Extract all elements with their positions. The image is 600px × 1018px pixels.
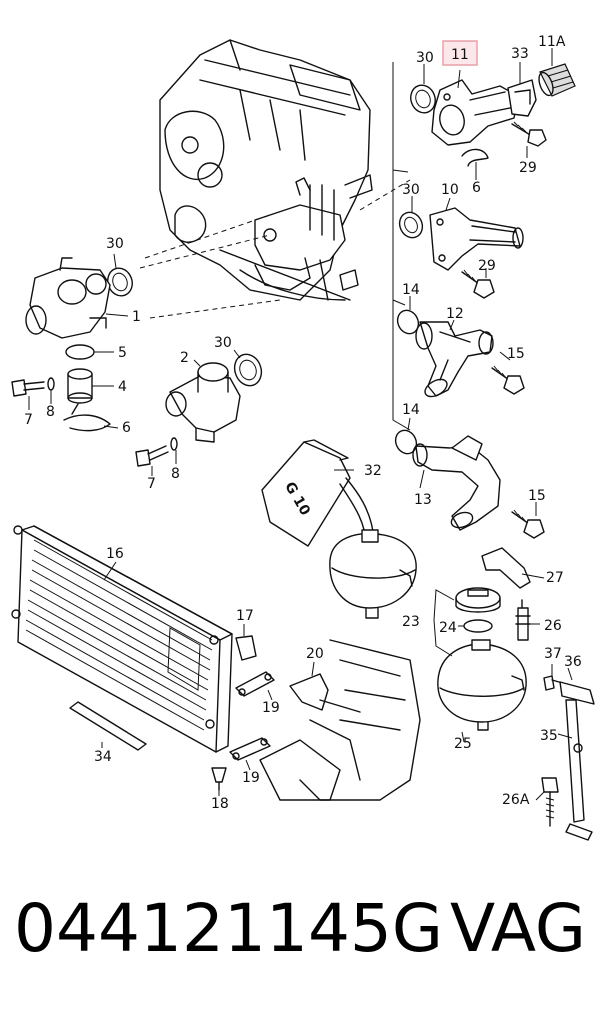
callout-6: 6 [472,180,481,196]
part-30-gasket-middle [398,211,424,239]
part-25-reservoir-right [437,639,527,731]
part-11-coolant-flange [431,79,519,146]
callout-15: 15 [528,488,546,504]
callout-32: 32 [364,463,382,479]
callout-17: 17 [236,608,254,624]
callout-29: 29 [519,160,537,176]
part-19-bracket-upper [235,671,275,697]
part-8-washer-left [47,377,55,391]
part-7-bolt-lower [135,445,169,467]
callout-10: 10 [441,182,459,198]
part-23-cap [455,587,501,613]
part-29-bolt-middle [461,269,495,299]
part-10-coolant-pipe [429,207,524,271]
part-27-cap-handle [481,547,531,589]
part-6-clip-top [461,148,489,167]
callout-15: 15 [507,346,525,362]
callout-8: 8 [46,404,55,420]
part-12-y-pipe [415,321,494,398]
callout-19: 19 [242,770,260,786]
part-13-coolant-pipe-bend [412,435,501,531]
callout-4: 4 [118,379,127,395]
callout-29: 29 [478,258,496,274]
callout-16: 16 [106,546,124,562]
callout-26: 26 [544,618,562,634]
part-26A-bolt [541,777,559,827]
callout-37: 37 [544,646,562,662]
caption-bar: 044121145G VAG [0,890,600,1000]
callout-36: 36 [564,654,582,670]
callout-5: 5 [118,345,127,361]
callout-34: 34 [94,749,112,765]
part-35-bracket-strap [565,699,593,841]
callout-7: 7 [24,412,33,428]
callout-24: 24 [439,620,457,636]
part-8-washer-lower [170,437,178,451]
part-26-sensor [515,599,531,641]
part-17-mount [235,635,257,661]
part-16-radiator [11,525,233,753]
reservoir-left [329,529,417,619]
callout-33: 33 [511,46,529,62]
engine-block [159,39,373,301]
callout-30: 30 [402,182,420,198]
callout-1: 1 [132,309,141,325]
part-1-coolant-housing [25,257,111,339]
callout-19: 19 [262,700,280,716]
callout-12: 12 [446,306,464,322]
callout-35: 35 [540,728,558,744]
part-4-plug [67,368,93,404]
part-15-bolt-upper [491,365,525,395]
callout-20: 20 [306,646,324,662]
callout-labels: 30 11 33 11A 29 6 30 10 29 14 12 15 14 1… [24,34,582,812]
part-number: 044121145G [14,890,444,967]
part-7-bolt-left [11,379,45,397]
callout-25: 25 [454,736,472,752]
part-18-sensor [211,767,227,791]
part-14-oring-upper [396,309,420,335]
part-33-clamp [507,79,537,117]
callout-8: 8 [171,466,180,482]
callout-27: 27 [546,570,564,586]
callout-6: 6 [122,420,131,436]
part-30-gasket-lower [233,353,263,387]
part-2-coolant-flange [165,362,241,443]
callout-7: 7 [147,476,156,492]
callout-11-highlighted: 11 [451,47,469,63]
part-30-gasket-top [410,84,436,114]
callout-26A: 26A [502,792,530,808]
callout-11A: 11A [538,34,566,50]
vehicle-frame [259,639,421,801]
callout-30: 30 [214,335,232,351]
part-36-bracket [559,681,595,705]
part-19-bracket-lower [229,737,271,761]
part-11A-sleeve [538,63,576,97]
part-6-clip-left [63,403,111,432]
callout-2: 2 [180,350,189,366]
highlight-box-part-11 [442,40,478,66]
part-29-bolt-top [511,121,547,147]
callout-23: 23 [402,614,420,630]
part-32-coolant-bottle: G 10 [261,439,375,547]
callout-14: 14 [402,282,420,298]
exploded-parts-diagram: G 10 [11,34,595,841]
part-20-bracket [289,673,329,711]
brand-name: VAG [449,890,586,967]
part-14-oring-lower [394,429,418,455]
callout-18: 18 [211,796,229,812]
part-5-oring [65,344,95,360]
callout-13: 13 [414,492,432,508]
part-34-seal-strip [69,701,147,751]
part-15-bolt-lower [511,509,545,539]
callout-30: 30 [106,236,124,252]
callout-30: 30 [416,50,434,66]
callout-14: 14 [402,402,420,418]
part-24-seal [463,619,493,633]
